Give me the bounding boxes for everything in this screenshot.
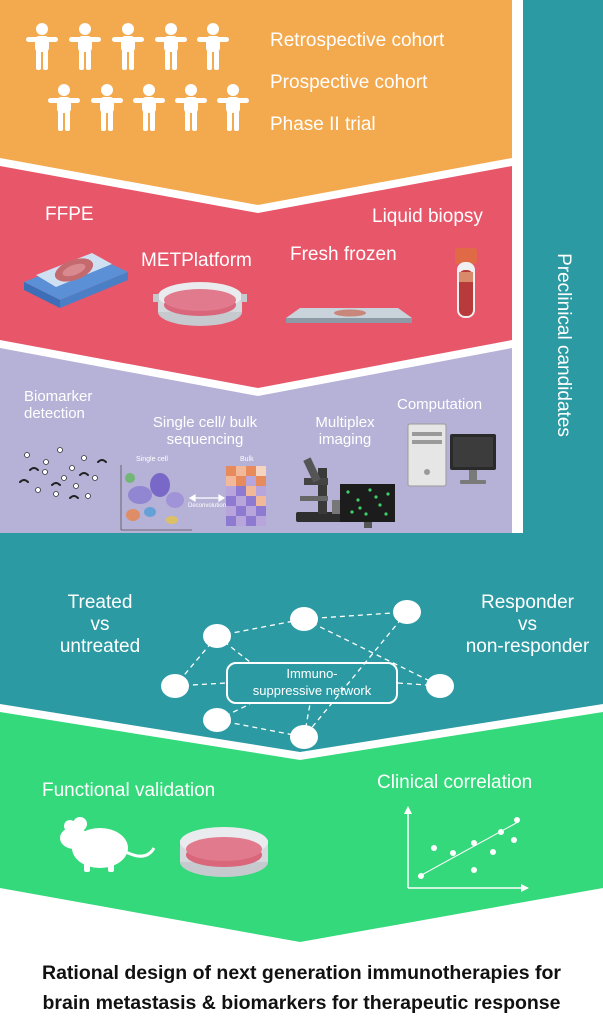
network-band xyxy=(0,533,603,752)
correlation-plot-icon xyxy=(404,806,529,892)
bulk-title: Bulk xyxy=(240,456,254,463)
immunosuppressive-network-label: Immuno-suppressive network xyxy=(226,662,398,704)
blood-tube-icon xyxy=(455,248,477,318)
biomarker-particles-icon xyxy=(19,447,107,499)
umap-plot-icon xyxy=(120,465,192,531)
person-icon xyxy=(175,84,207,131)
ffpe-block-icon xyxy=(24,253,128,308)
person-icon xyxy=(69,23,101,70)
figure-caption: Rational design of next generation immun… xyxy=(42,962,561,1015)
person-icon xyxy=(48,84,80,131)
fresh-frozen-slide-icon xyxy=(286,308,412,323)
person-icon xyxy=(217,84,249,131)
metplatform-dish-icon xyxy=(153,282,247,326)
cohort-label-retrospective: Retrospective cohort xyxy=(270,30,445,51)
computer-icon xyxy=(407,423,496,487)
cohort-label-prospective: Prospective cohort xyxy=(270,72,428,93)
deconvolution-title: Deconvolution xyxy=(188,503,227,509)
analysis-label-computation: Computation xyxy=(397,396,483,413)
network-nodes xyxy=(161,600,454,749)
preclinical-candidates-label: Preclinical candidates xyxy=(553,253,574,437)
person-icon xyxy=(91,84,123,131)
bulk-heatmap-icon xyxy=(226,466,266,526)
validation-label-clinical: Clinical correlation xyxy=(377,772,533,793)
deconvolution-arrow-icon xyxy=(188,493,226,503)
people-icon-group xyxy=(26,23,249,131)
preclinical-sidebar xyxy=(523,0,603,535)
sample-label-metplatform: METPlatform xyxy=(141,250,252,271)
person-icon xyxy=(155,23,187,70)
sample-label-fresh-frozen: Fresh frozen xyxy=(290,244,397,265)
validation-band xyxy=(0,712,603,942)
validation-label-functional: Functional validation xyxy=(42,780,216,801)
cohort-label-phase2: Phase II trial xyxy=(270,114,376,135)
person-icon xyxy=(197,23,229,70)
validation-dish-icon xyxy=(180,827,268,877)
sample-label-ffpe: FFPE xyxy=(45,204,94,225)
person-icon xyxy=(112,23,144,70)
person-icon xyxy=(26,23,58,70)
umap-title: Single cell xyxy=(136,456,168,463)
sample-label-liquid-biopsy: Liquid biopsy xyxy=(372,206,483,227)
samples-band xyxy=(0,166,512,388)
person-icon xyxy=(133,84,165,131)
mouse-icon xyxy=(60,817,156,872)
imaging-monitor-icon xyxy=(340,484,395,528)
